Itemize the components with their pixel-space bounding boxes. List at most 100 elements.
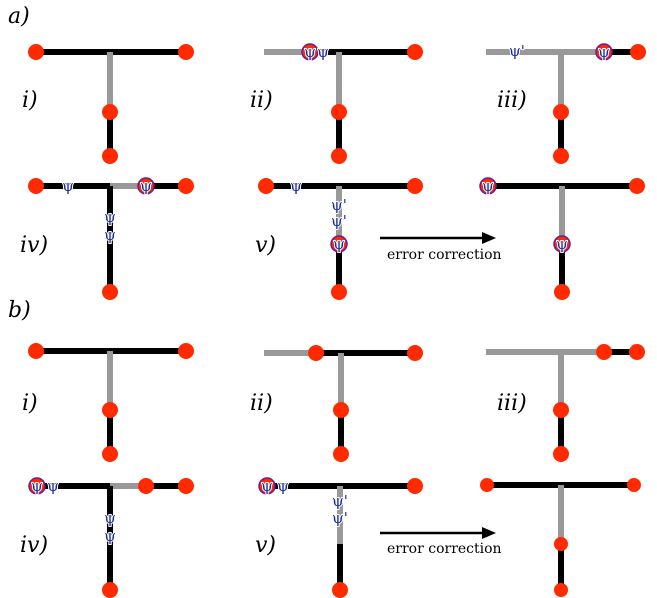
node bbox=[102, 104, 118, 120]
particle-ring bbox=[137, 177, 155, 195]
node bbox=[102, 148, 118, 164]
panel-a-ii: ψ ψ ii) bbox=[250, 42, 423, 164]
node bbox=[627, 478, 641, 492]
panel-a-iii: ψ' ψ iii) bbox=[486, 41, 646, 164]
arrow-label: error correction bbox=[387, 247, 502, 263]
panel-label: iii) bbox=[497, 88, 527, 113]
panel-label: iii) bbox=[497, 391, 527, 416]
node bbox=[102, 284, 118, 300]
node bbox=[331, 284, 347, 300]
panel-label: v) bbox=[255, 233, 276, 258]
panel-label: i) bbox=[22, 391, 38, 416]
node bbox=[308, 345, 324, 361]
node bbox=[554, 284, 570, 300]
panel-a-result: ψ ψ bbox=[479, 176, 645, 300]
node bbox=[407, 44, 423, 60]
node bbox=[28, 343, 44, 359]
psi-mark: ψ bbox=[47, 477, 59, 495]
psi-mark: ψ bbox=[598, 43, 610, 61]
panel-label: v) bbox=[255, 533, 276, 558]
node bbox=[629, 344, 645, 360]
psi-mark: ψ bbox=[104, 527, 116, 545]
node bbox=[258, 178, 274, 194]
panel-b-result bbox=[480, 478, 641, 597]
panel-label: ii) bbox=[250, 88, 273, 113]
node bbox=[138, 478, 154, 494]
node bbox=[331, 104, 347, 120]
node bbox=[630, 44, 646, 60]
node bbox=[178, 178, 194, 194]
node bbox=[553, 148, 569, 164]
particle-ring bbox=[28, 477, 46, 495]
psi-mark: ψ bbox=[104, 509, 116, 527]
panel-label: ii) bbox=[250, 391, 273, 416]
psi-mark: ψ bbox=[140, 177, 152, 195]
psi-mark: ψ bbox=[482, 177, 494, 195]
node bbox=[331, 148, 347, 164]
node bbox=[553, 402, 569, 418]
psi-mark: ψ bbox=[261, 477, 273, 495]
psi-mark: ψ bbox=[62, 177, 74, 195]
particle-ring bbox=[479, 177, 497, 195]
psi-mark: ψ bbox=[290, 177, 302, 195]
particle-ring bbox=[258, 477, 276, 495]
arrow-head bbox=[482, 527, 496, 539]
section-b-label: b) bbox=[8, 298, 31, 323]
panel-label: iv) bbox=[20, 533, 48, 558]
node bbox=[480, 478, 494, 492]
panel-b-iv: ψ ψ ψ ψ iv) bbox=[20, 476, 194, 598]
panel-a-v: ψ ψ' ψ' ψ v) bbox=[255, 176, 423, 300]
error-correction-arrow-a: error correction bbox=[380, 232, 502, 263]
node bbox=[332, 582, 348, 598]
node bbox=[554, 537, 568, 551]
psi-mark: ψ bbox=[556, 235, 568, 253]
panel-label: iv) bbox=[20, 233, 48, 258]
psi-mark: ψ' bbox=[332, 492, 348, 510]
psi-mark: ψ' bbox=[509, 42, 525, 60]
panel-b-iii: iii) bbox=[486, 344, 645, 462]
psi-mark: ψ' bbox=[332, 509, 348, 527]
psi-mark: ψ bbox=[304, 43, 316, 61]
node bbox=[102, 402, 118, 418]
arrow-head bbox=[482, 232, 496, 244]
node bbox=[554, 583, 568, 597]
node bbox=[333, 402, 349, 418]
node bbox=[102, 446, 118, 462]
psi-mark: ψ bbox=[317, 43, 329, 61]
panel-b-i: i) bbox=[22, 343, 194, 462]
particle-ring bbox=[301, 43, 319, 61]
section-a-label: a) bbox=[8, 4, 30, 29]
psi-mark: ψ bbox=[31, 477, 43, 495]
node bbox=[629, 178, 645, 194]
node bbox=[102, 582, 118, 598]
node bbox=[28, 44, 44, 60]
node bbox=[553, 446, 569, 462]
error-correction-arrow-b: error correction bbox=[380, 527, 502, 557]
psi-mark: ψ' bbox=[331, 212, 347, 230]
node bbox=[178, 343, 194, 359]
panel-a-i: i) bbox=[22, 44, 194, 164]
particle-ring bbox=[553, 235, 571, 253]
psi-mark: ψ bbox=[104, 226, 116, 244]
node bbox=[333, 446, 349, 462]
particle-ring bbox=[595, 43, 613, 61]
node bbox=[28, 178, 44, 194]
panel-b-ii: ii) bbox=[250, 345, 423, 462]
node bbox=[553, 104, 569, 120]
panel-b-v: ψ ψ ψ' ψ' v) bbox=[255, 476, 423, 598]
panel-label: i) bbox=[22, 88, 38, 113]
node bbox=[407, 478, 423, 494]
node bbox=[178, 44, 194, 60]
psi-mark: ψ bbox=[277, 477, 289, 495]
panel-a-iv: ψ ψ ψ ψ iv) bbox=[20, 176, 194, 300]
psi-mark: ψ' bbox=[331, 196, 347, 214]
particle-ring bbox=[330, 235, 348, 253]
arrow-label: error correction bbox=[387, 541, 502, 557]
node bbox=[407, 345, 423, 361]
psi-mark: ψ bbox=[104, 208, 116, 226]
node bbox=[596, 344, 612, 360]
node bbox=[407, 178, 423, 194]
psi-mark: ψ bbox=[333, 235, 345, 253]
node bbox=[178, 478, 194, 494]
